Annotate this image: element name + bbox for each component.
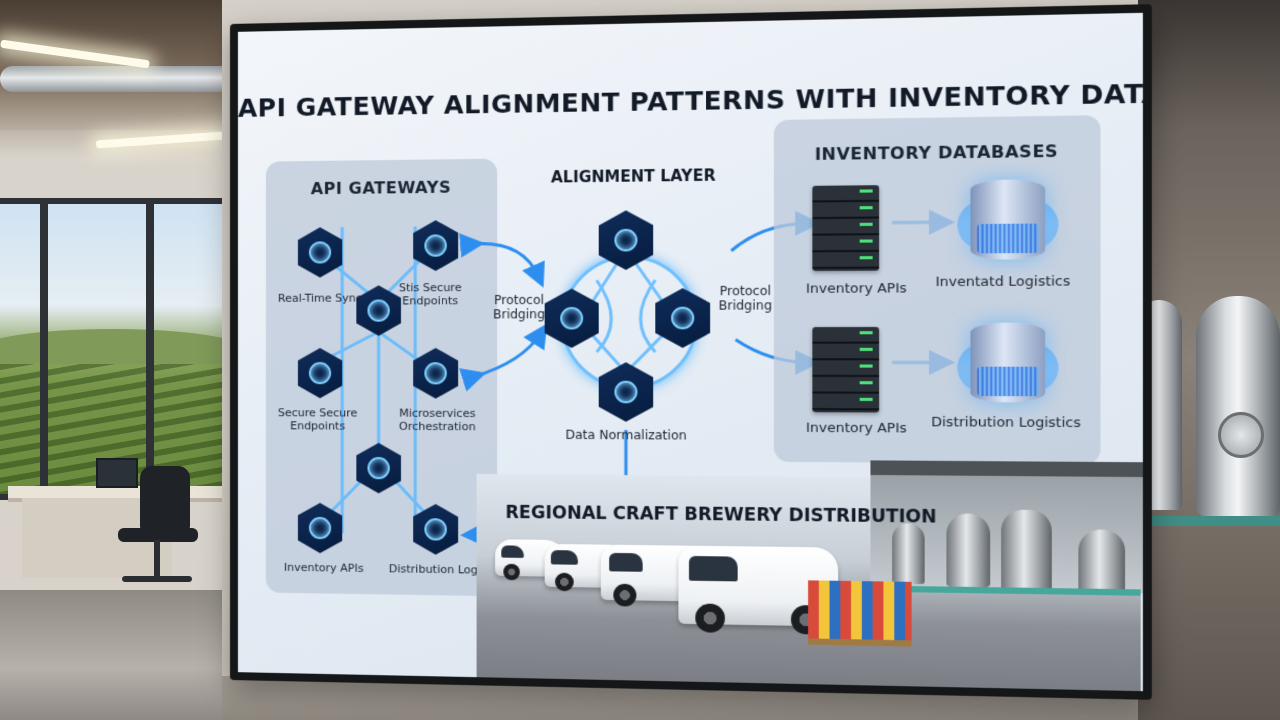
desk-monitor xyxy=(96,458,138,488)
node-label: Inventory APIs xyxy=(284,561,364,575)
database-label: Inventatd Logistics xyxy=(936,274,1071,290)
database-label: Distribution Logistics xyxy=(931,415,1081,431)
floor xyxy=(0,590,240,720)
ceiling-duct xyxy=(0,66,240,92)
node-label: Real-Time Sync xyxy=(278,291,362,304)
office-window xyxy=(0,198,230,500)
display-screen: API GATEWAY ALIGNMENT PATTERNS WITH INVE… xyxy=(238,13,1143,691)
brewing-tank xyxy=(1001,510,1052,593)
office-chair-base xyxy=(122,576,192,582)
server-rack-icon xyxy=(812,327,879,412)
office-chair xyxy=(140,466,190,532)
beer-pallet xyxy=(808,580,912,646)
node-label: Secure Secure Endpoints xyxy=(278,406,358,433)
data-normalization-label: Data Normalization xyxy=(565,428,686,443)
office-chair-leg xyxy=(154,540,160,578)
database-icon xyxy=(970,179,1045,260)
tank-valve xyxy=(1218,412,1264,458)
ceiling xyxy=(0,0,240,130)
protocol-bridging-label: Protocol Bridging xyxy=(493,293,545,322)
server-rack-icon xyxy=(812,185,879,271)
database-icon xyxy=(970,323,1045,403)
node-label: Microservices Orchestration xyxy=(399,407,476,434)
wall-display: API GATEWAY ALIGNMENT PATTERNS WITH INVE… xyxy=(230,4,1152,700)
brewing-tank xyxy=(892,523,925,584)
brewing-tank xyxy=(946,513,990,587)
alignment-layer-title: ALIGNMENT LAYER xyxy=(551,166,716,186)
inventory-apis-label: Inventory APIs xyxy=(806,420,907,436)
panel-title: INVENTORY DATABASES xyxy=(774,141,1101,165)
brewing-tank xyxy=(1078,529,1125,593)
conveyor xyxy=(1138,516,1280,526)
node-label: Stis Secure Endpoints xyxy=(399,281,462,308)
inventory-apis-label: Inventory APIs xyxy=(806,281,907,297)
brewing-tank xyxy=(1196,296,1280,516)
protocol-bridging-label: Protocol Bridging xyxy=(719,284,772,313)
